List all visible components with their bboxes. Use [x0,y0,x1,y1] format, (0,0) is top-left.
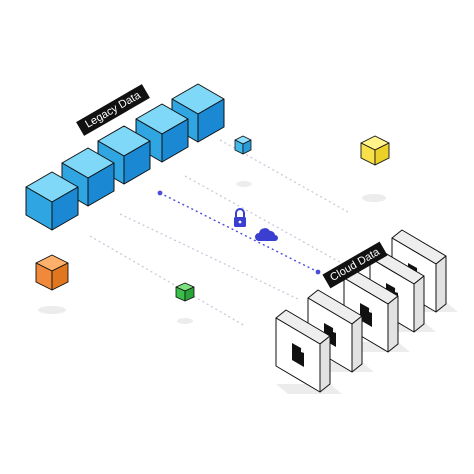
cube-orange-right [51,262,69,291]
connector-line-upper [184,175,346,266]
legacy-cube-1 [25,171,79,231]
cube-blue-small-shadow [236,181,252,187]
cloud-data-panels [275,229,458,394]
document-icon [292,343,304,367]
lock-keyhole [238,220,242,224]
legacy-cube-2-right [87,162,115,207]
legacy-cube-2 [61,147,115,207]
cloud-panel-1 [275,309,342,394]
legacy-cube-1-right [51,186,79,231]
legacy-data-label-text: Legacy Data [83,89,143,131]
legacy-cube-3 [97,125,151,185]
cloud-panel-4-right [413,275,425,333]
cloud-data-label-bg [322,241,388,289]
lock-icon [234,208,246,227]
cloud-panel-3 [343,269,410,353]
legacy-cube-5-right [197,98,225,143]
cloud-panel-3-right [387,295,399,353]
legacy-cube-3-right [123,140,151,185]
cloud-icon [255,228,278,241]
cube-blue-small-right [242,139,252,155]
document-icon [360,303,372,327]
document-icon-fold [395,288,398,293]
cloud-panel-2-right [351,315,363,373]
transfer-end-dot [315,269,321,275]
transfer-start-dot [157,190,163,196]
legacy-data-cubes [25,83,225,231]
connector-lines [89,139,349,327]
transfer-line [159,192,319,273]
legacy-data-label-bg [76,84,150,136]
cube-orange-shadow [38,306,66,314]
cloud-shape [255,228,278,241]
cube-blue-small [234,135,252,187]
cube-green [175,282,195,324]
connector-line-lower [119,213,301,301]
cube-orange [35,254,69,314]
document-icon-fold [369,308,372,313]
cube-green-shadow [177,318,193,324]
secure-transfer-path [157,190,321,275]
lock-shackle [235,208,245,217]
legacy-cube-4-right [161,118,189,163]
cube-yellow-shadow [362,194,386,202]
document-icon-fold [333,328,336,333]
connector-line-bottom [89,235,246,327]
cube-yellow-right [374,142,390,166]
cloud-panel-5-right [435,255,447,313]
cloud-panel-1-right [319,335,331,393]
cube-green-right [184,286,195,302]
document-icon-fold [301,348,304,353]
cube-yellow [360,135,390,202]
